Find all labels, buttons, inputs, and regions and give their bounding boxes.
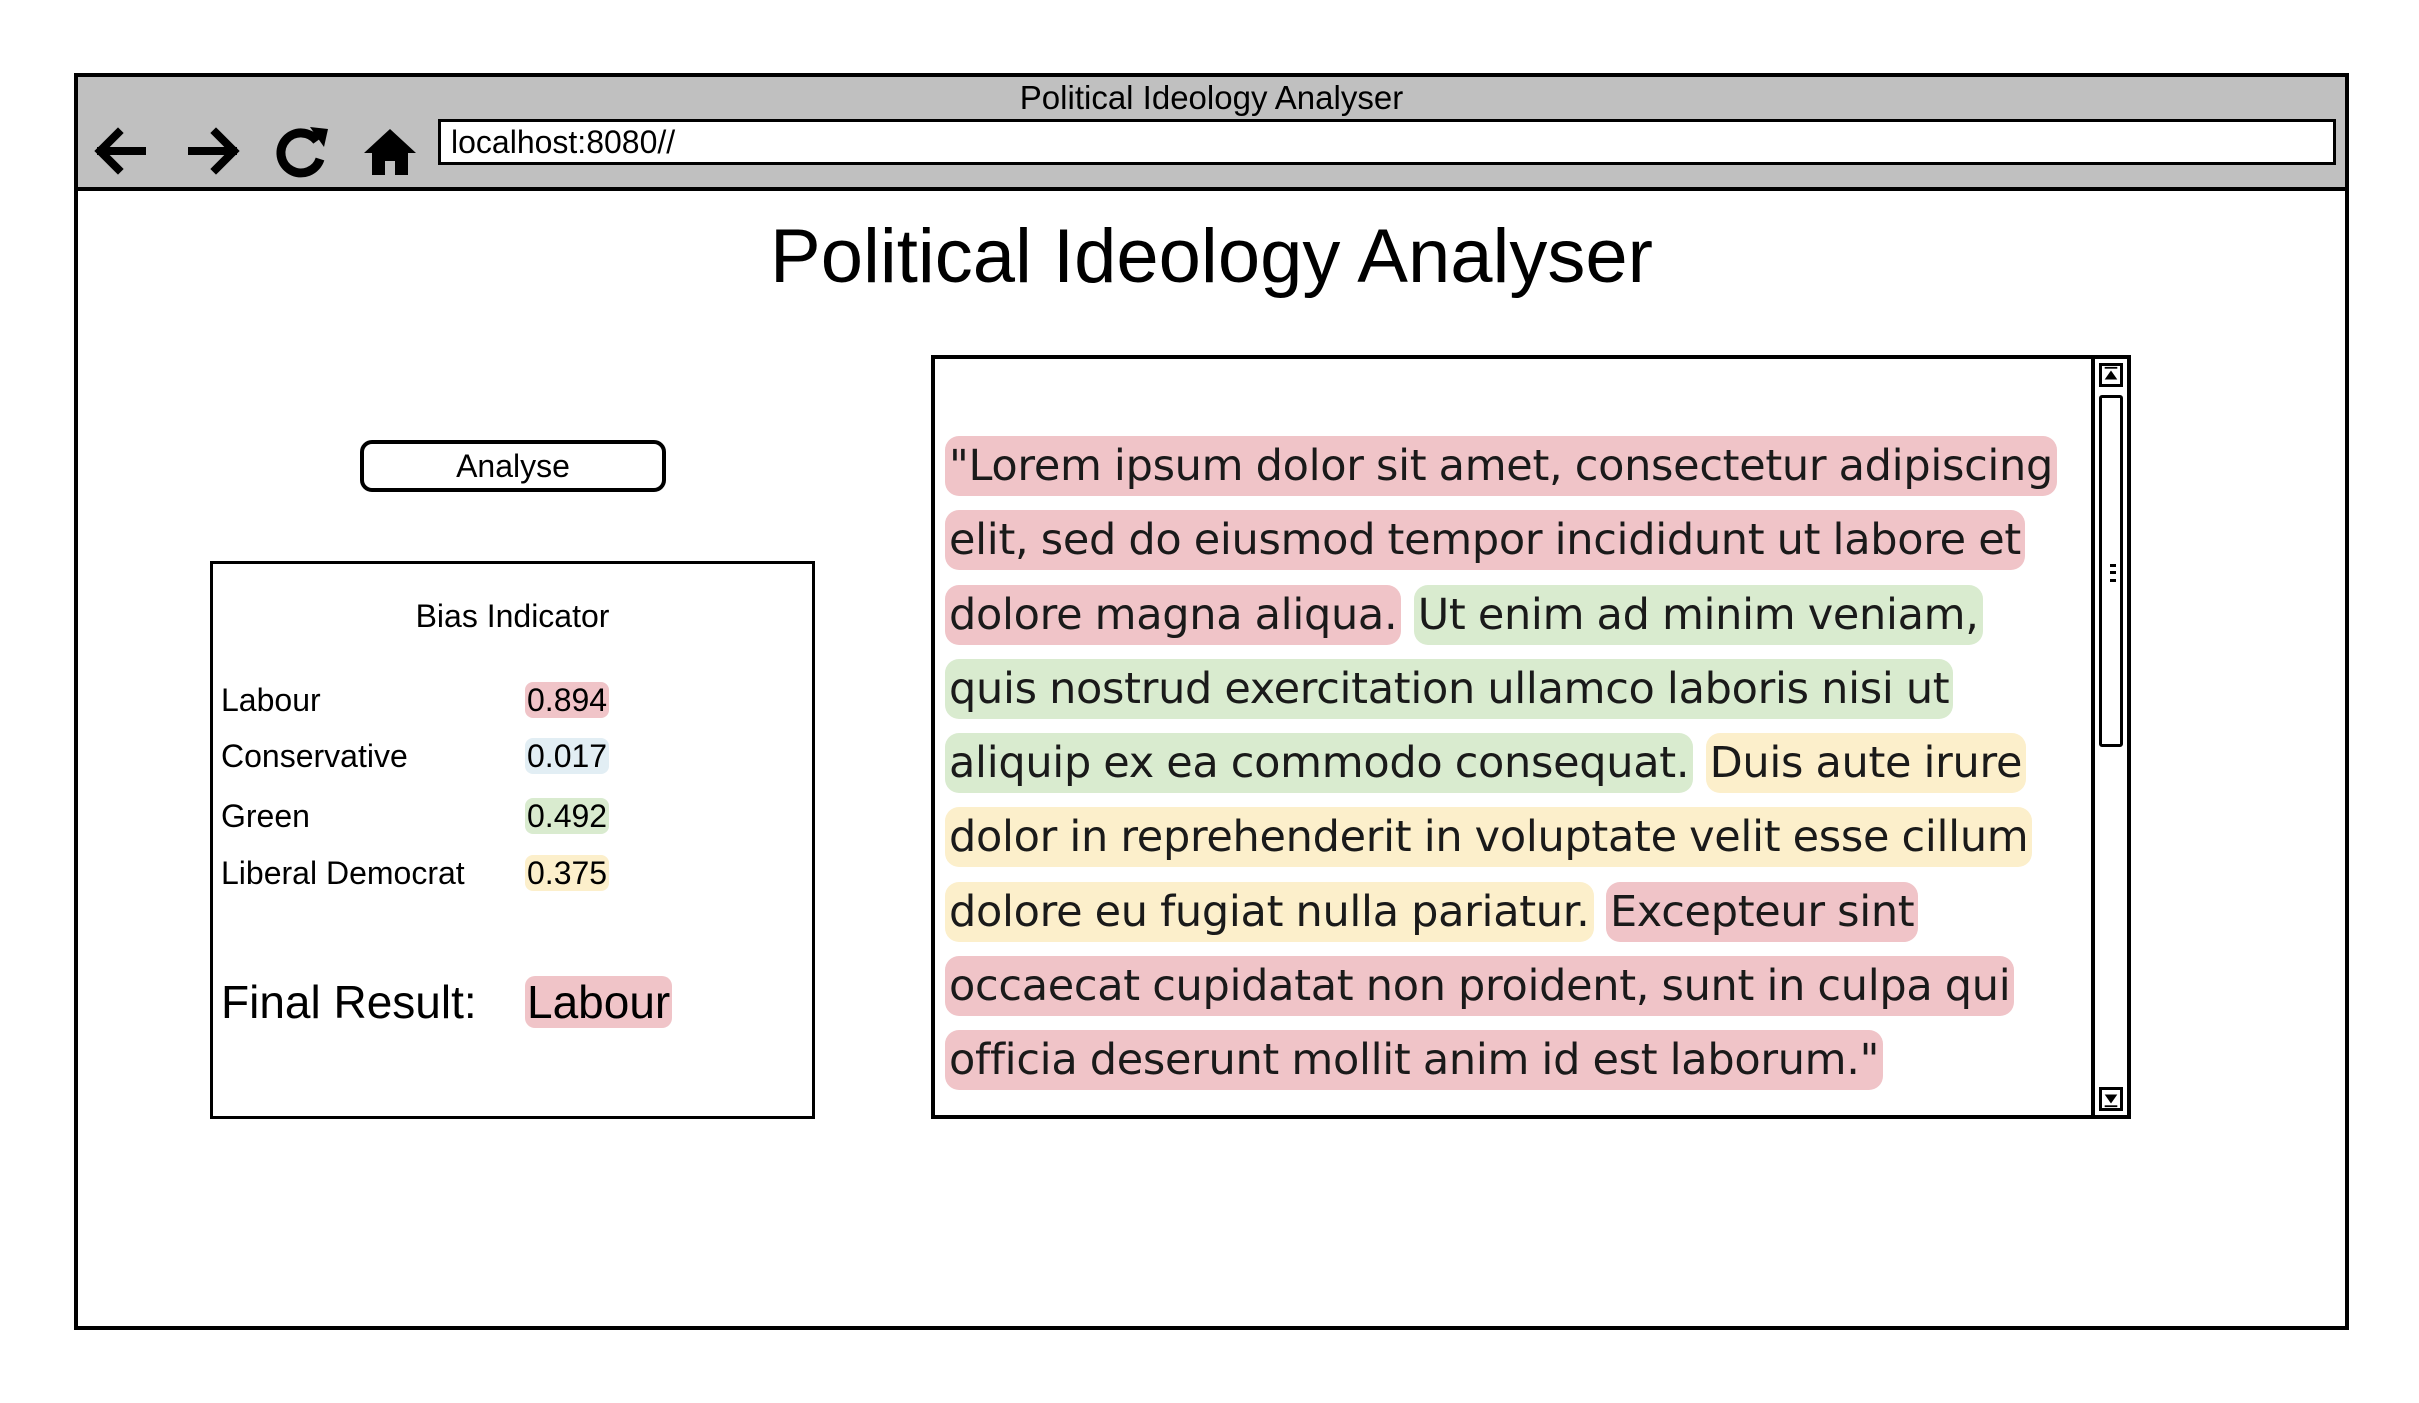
bias-value-liberal-democrat: 0.375 (525, 855, 610, 891)
analysed-text-panel: "Lorem ipsum dolor sit amet, consectetur… (931, 355, 2131, 1119)
reload-icon[interactable] (270, 119, 334, 183)
scroll-up-arrow-icon[interactable] (2099, 363, 2123, 387)
bias-indicator-panel: Bias Indicator Labour 0.894 Conservative… (210, 561, 815, 1119)
forward-icon[interactable] (182, 119, 246, 183)
scroll-thumb[interactable] (2099, 395, 2123, 747)
page-title: Political Ideology Analyser (770, 214, 1653, 299)
scroll-grip-icon (2110, 564, 2116, 582)
browser-chrome: Political Ideology Analyser (78, 77, 2345, 191)
bias-label-conservative: Conservative (221, 738, 408, 774)
bias-label-labour: Labour (221, 682, 321, 718)
bias-label-green: Green (221, 798, 310, 834)
bias-label-liberal-democrat: Liberal Democrat (221, 855, 465, 891)
address-bar[interactable] (438, 119, 2336, 165)
bias-value-labour: 0.894 (525, 682, 610, 718)
back-icon[interactable] (88, 119, 152, 183)
home-icon[interactable] (358, 119, 422, 183)
window-title: Political Ideology Analyser (1019, 79, 1404, 116)
final-result-label: Final Result: (221, 976, 477, 1028)
browser-window: Political Ideology Analyser Political Id… (74, 73, 2349, 1330)
final-result-value: Labour (525, 976, 673, 1028)
text-segment-labour: "Lorem ipsum dolor sit amet, consectetur… (945, 436, 2058, 645)
bias-row-labour: Labour 0.894 (221, 678, 781, 722)
bias-value-conservative: 0.017 (525, 738, 610, 774)
bias-row-conservative: Conservative 0.017 (221, 734, 781, 778)
vertical-scrollbar[interactable] (2091, 359, 2127, 1115)
scroll-down-arrow-icon[interactable] (2099, 1087, 2123, 1111)
analyse-button[interactable]: Analyse (360, 440, 666, 492)
bias-row-green: Green 0.492 (221, 794, 781, 838)
bias-value-green: 0.492 (525, 798, 610, 834)
bias-row-liberal-democrat: Liberal Democrat 0.375 (221, 851, 781, 895)
analysed-text: "Lorem ipsum dolor sit amet, consectetur… (945, 429, 2075, 1098)
bias-indicator-title: Bias Indicator (415, 598, 610, 634)
